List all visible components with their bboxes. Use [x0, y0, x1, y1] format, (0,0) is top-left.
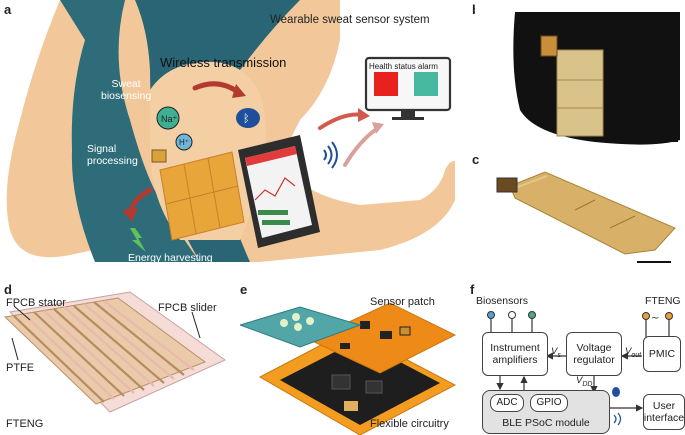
panel-a-title: Wearable sweat sensor system: [270, 14, 430, 26]
bluetooth-icon: [612, 387, 620, 397]
vout-label: Vout: [625, 346, 642, 359]
biosensor-electrode-2: [508, 311, 516, 319]
smartphone: [238, 135, 320, 248]
pmic-box: PMIC: [643, 336, 681, 372]
signal-processing-label: Signal processing: [87, 143, 138, 167]
alarm-teal-square: [414, 72, 438, 96]
pcb-module: [540, 35, 558, 57]
fteng-diagram: [3, 291, 226, 413]
fteng-electrode-1: [642, 312, 650, 320]
biosensor-electrode-3: [528, 311, 536, 319]
biosensor-electrode-1: [487, 311, 495, 319]
alarm-arrow-2: [343, 126, 380, 167]
adc-box: ADC: [490, 394, 524, 412]
wifi-signal-icon: [323, 141, 338, 169]
pcb-connector: [151, 149, 167, 163]
fpcb-stator-label: FPCB stator: [6, 297, 66, 309]
sensor-patch-label: Sensor patch: [370, 296, 435, 308]
svg-text:~: ~: [651, 313, 659, 324]
wireless-label: Wireless transmission: [160, 55, 287, 70]
instrument-amplifiers-box: Instrument amplifiers: [482, 332, 548, 376]
black-pcb: [280, 340, 440, 425]
gpio-box: GPIO: [530, 394, 568, 412]
panel-d-label: d: [4, 282, 12, 297]
vs-label: Vs: [551, 346, 561, 359]
h-ion-label: H⁺: [179, 138, 189, 147]
pcb-module: [496, 177, 518, 193]
electrode-stripes: [13, 300, 195, 403]
panel-c-label: c: [472, 152, 480, 167]
block-diagram-connectors: ~: [487, 311, 673, 426]
user-interface-box: User interface: [643, 394, 685, 430]
alarm-arrow-1: [318, 112, 364, 130]
vdd-label: VDD: [576, 375, 593, 388]
alarm-red-square: [374, 72, 398, 96]
panel-f-label: f: [470, 282, 475, 297]
fpcb-stator: [3, 297, 207, 405]
hydrogen-ion-icon: [175, 133, 193, 151]
sodium-ion-icon: [156, 106, 180, 130]
panel-e-label: e: [240, 282, 248, 297]
voltage-regulator-box: Voltage regulator: [566, 332, 622, 376]
signal-icon: [613, 414, 617, 424]
flexible-strip: [509, 171, 676, 255]
fteng-title: FTENG: [6, 418, 44, 430]
na-ion-label: Na⁺: [161, 114, 178, 124]
ble-psoc-module: BLE PSoC module: [482, 390, 610, 434]
health-monitor: [364, 56, 452, 120]
biosensors-label: Biosensors: [476, 295, 528, 307]
sweat-biosensing-label: Sweat biosensing: [101, 78, 152, 102]
panel-b-photo: [475, 0, 685, 152]
ptfe-label: PTFE: [6, 362, 35, 374]
fpcb-slider-label: FPCB slider: [158, 302, 217, 314]
bluetooth-icon: [236, 108, 260, 128]
flexible-circuitry-diagram: [240, 302, 457, 435]
lightning-icon: [130, 228, 146, 252]
sweat-patch: [159, 151, 245, 241]
svg-text:ᛒ: ᛒ: [243, 112, 250, 125]
panel-a-illustration: ᛒ: [6, 0, 455, 262]
panel-a-label: a: [4, 2, 12, 17]
fteng-electrode-2: [665, 312, 673, 320]
fteng-label: FTENG: [645, 295, 681, 307]
energy-harvesting-label: Energy harvesting: [128, 252, 213, 264]
flexible-circuitry-label: Flexible circuitry: [370, 418, 449, 430]
shirt-left: [60, 0, 200, 262]
panel-c-photo: [496, 171, 676, 263]
sensor-strip: [556, 49, 604, 137]
ble-module-label: BLE PSoC module: [502, 417, 590, 429]
health-alarm-label: Health status alarm: [369, 62, 438, 71]
